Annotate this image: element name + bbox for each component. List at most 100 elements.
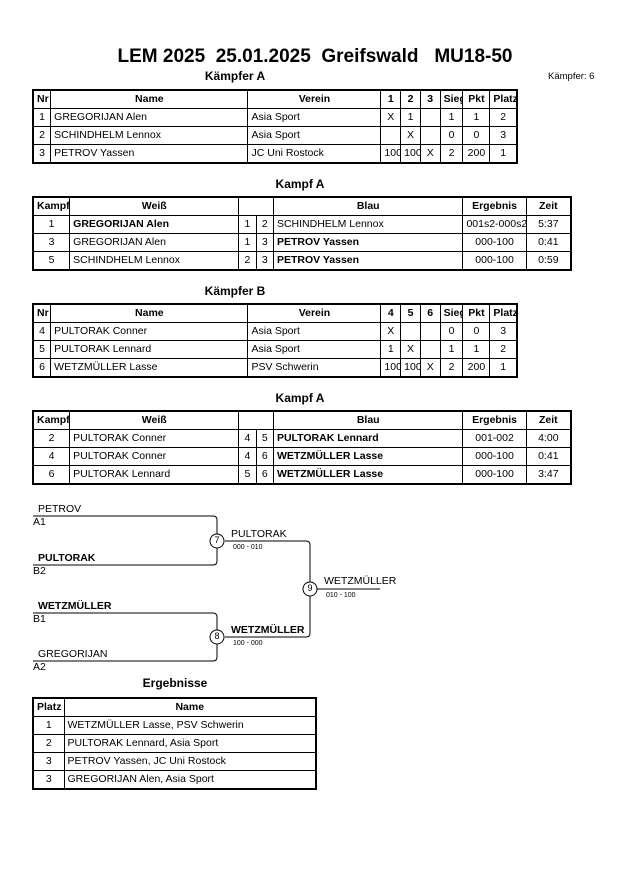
bracket-semi1-top-name: PETROV bbox=[38, 503, 82, 515]
cell-opp-3: X bbox=[419, 144, 441, 164]
table-row: 5 SCHINDHELM Lennox 2 3 PETROV Yassen 00… bbox=[32, 251, 572, 271]
col-kampf: Kampf bbox=[32, 410, 71, 430]
table-row: 3 GREGORIJAN Alen, Asia Sport bbox=[32, 770, 317, 790]
col-verein: Verein bbox=[247, 303, 382, 323]
cell-b-nr: 3 bbox=[255, 251, 274, 271]
table-row: 6 WETZMÜLLER Lasse PSV Schwerin 100 100 … bbox=[32, 358, 518, 378]
cell-blau: SCHINDHELM Lennox bbox=[272, 215, 464, 234]
table-row: 1 GREGORIJAN Alen Asia Sport X 1 1 1 2 bbox=[32, 108, 518, 127]
cell-platz: 1 bbox=[32, 716, 65, 735]
table-row: 1 WETZMÜLLER Lasse, PSV Schwerin bbox=[32, 716, 317, 735]
cell-zeit: 0:59 bbox=[525, 251, 572, 271]
cell-weiss: GREGORIJAN Alen bbox=[69, 215, 240, 234]
col-ergebnis: Ergebnis bbox=[462, 410, 527, 430]
cell-zeit: 0:41 bbox=[525, 233, 572, 252]
cell-platz: 3 bbox=[489, 126, 518, 145]
cell-w-nr: 1 bbox=[238, 233, 257, 252]
cell-name: GREGORIJAN Alen, Asia Sport bbox=[63, 770, 317, 790]
cell-name: PULTORAK Conner bbox=[50, 322, 249, 341]
table-row: 3 PETROV Yassen, JC Uni Rostock bbox=[32, 752, 317, 771]
table-row: 6 PULTORAK Lennard 5 6 WETZMÜLLER Lasse … bbox=[32, 465, 572, 485]
cell-w-nr: 2 bbox=[238, 251, 257, 271]
bracket-semi2-winner: WETZMÜLLER bbox=[231, 624, 305, 636]
pool-b-heading: Kämpfer B bbox=[204, 284, 266, 298]
cell-blau: PETROV Yassen bbox=[272, 233, 464, 252]
cell-pkt: 200 bbox=[462, 358, 491, 378]
cell-blau: WETZMÜLLER Lasse bbox=[272, 447, 464, 466]
col-zeit: Zeit bbox=[525, 196, 572, 216]
bracket-semi1-score: 000 - 010 bbox=[233, 544, 263, 551]
cell-name: WETZMÜLLER Lasse bbox=[50, 358, 249, 378]
bracket-semi2-score: 100 - 000 bbox=[233, 640, 263, 647]
cell-b-nr: 6 bbox=[255, 465, 274, 485]
bracket-semi1-winner: PULTORAK bbox=[231, 528, 287, 540]
cell-ergebnis: 000-100 bbox=[462, 233, 527, 252]
cell-platz: 1 bbox=[489, 358, 518, 378]
cell-platz: 3 bbox=[32, 752, 65, 771]
cell-weiss: PULTORAK Conner bbox=[69, 447, 240, 466]
cell-ergebnis: 000-100 bbox=[462, 251, 527, 271]
fight-7-number: 7 bbox=[214, 535, 220, 545]
cell-verein: Asia Sport bbox=[247, 108, 382, 127]
col-weiss: Weiß bbox=[69, 196, 240, 216]
results-table: Platz Name 1 WETZMÜLLER Lasse, PSV Schwe… bbox=[32, 697, 317, 790]
pool-a-table: Nr Name Verein 1 2 3 Siege Pkt Platz 1 G… bbox=[32, 89, 518, 164]
bracket-semi1-bottom-name: PULTORAK bbox=[38, 552, 96, 564]
cell-weiss: GREGORIJAN Alen bbox=[69, 233, 240, 252]
fights-b-heading: Kampf A bbox=[275, 391, 325, 405]
bracket-semi1-top-seed: A1 bbox=[33, 516, 46, 528]
cell-zeit: 3:47 bbox=[525, 465, 572, 485]
cell-verein: PSV Schwerin bbox=[247, 358, 382, 378]
table-row: 3 GREGORIJAN Alen 1 3 PETROV Yassen 000-… bbox=[32, 233, 572, 252]
cell-name: PETROV Yassen bbox=[50, 144, 249, 164]
cell-name: GREGORIJAN Alen bbox=[50, 108, 249, 127]
cell-verein: Asia Sport bbox=[247, 340, 382, 359]
fights-b-table: Kampf Weiß Blau Ergebnis Zeit 2 PULTORAK… bbox=[32, 410, 572, 485]
cell-weiss: SCHINDHELM Lennox bbox=[69, 251, 240, 271]
bracket-semi1-bottom-seed: B2 bbox=[33, 565, 46, 577]
cell-opp-2: 100 bbox=[400, 144, 421, 164]
cell-nr: 5 bbox=[32, 340, 52, 359]
cell-ergebnis: 000-100 bbox=[462, 447, 527, 466]
bracket-semi2-top-name: WETZMÜLLER bbox=[38, 600, 112, 612]
pool-a-heading: Kämpfer A bbox=[204, 69, 266, 83]
cell-name: PULTORAK Lennard bbox=[50, 340, 249, 359]
bracket-semi2-bottom-seed: A2 bbox=[33, 661, 46, 673]
cell-blau: WETZMÜLLER Lasse bbox=[272, 465, 464, 485]
cell-platz: 2 bbox=[32, 734, 65, 753]
cell-kampf: 4 bbox=[32, 447, 71, 466]
fight-9-number: 9 bbox=[307, 583, 313, 593]
fights-a-table: Kampf Weiß Blau Ergebnis Zeit 1 GREGORIJ… bbox=[32, 196, 572, 271]
cell-zeit: 4:00 bbox=[525, 429, 572, 448]
table-row: 3 PETROV Yassen JC Uni Rostock 100 100 X… bbox=[32, 144, 518, 164]
table-row: 1 GREGORIJAN Alen 1 2 SCHINDHELM Lennox … bbox=[32, 215, 572, 234]
fight-7-marker bbox=[209, 533, 225, 549]
cell-w-nr: 4 bbox=[238, 447, 257, 466]
pool-b-table: Nr Name Verein 4 5 6 Siege Pkt Platz 4 P… bbox=[32, 303, 518, 378]
table-row: 2 PULTORAK Conner 4 5 PULTORAK Lennard 0… bbox=[32, 429, 572, 448]
cell-verein: Asia Sport bbox=[247, 126, 382, 145]
cell-b-nr: 3 bbox=[255, 233, 274, 252]
col-platz: Platz bbox=[489, 89, 518, 109]
bracket-final-winner: WETZMÜLLER bbox=[324, 575, 397, 587]
cell-name: SCHINDHELM Lennox bbox=[50, 126, 249, 145]
bracket-final-score: 010 - 100 bbox=[326, 592, 356, 599]
cell-w-nr: 5 bbox=[238, 465, 257, 485]
cell-opp-1: 100 bbox=[380, 144, 402, 164]
bracket-semi2-bottom-name: GREGORIJAN bbox=[38, 648, 108, 660]
bracket-semi2-top-seed: B1 bbox=[33, 613, 46, 625]
cell-name: PETROV Yassen, JC Uni Rostock bbox=[63, 752, 317, 771]
col-name: Name bbox=[63, 697, 317, 717]
table-row: 2 PULTORAK Lennard, Asia Sport bbox=[32, 734, 317, 753]
cell-zeit: 0:41 bbox=[525, 447, 572, 466]
pool-b-header-row: Nr Name Verein 4 5 6 Siege Pkt Platz bbox=[32, 303, 518, 323]
cell-platz: 1 bbox=[489, 144, 518, 164]
cell-b-nr: 6 bbox=[255, 447, 274, 466]
table-row: 4 PULTORAK Conner 4 6 WETZMÜLLER Lasse 0… bbox=[32, 447, 572, 466]
cell-kampf: 6 bbox=[32, 465, 71, 485]
table-row: 5 PULTORAK Lennard Asia Sport 1 X 1 1 2 bbox=[32, 340, 518, 359]
cell-name: PULTORAK Lennard, Asia Sport bbox=[63, 734, 317, 753]
fight-8-number: 8 bbox=[214, 631, 220, 641]
page-title: LEM 2025 25.01.2025 Greifswald MU18-50 bbox=[117, 46, 513, 67]
